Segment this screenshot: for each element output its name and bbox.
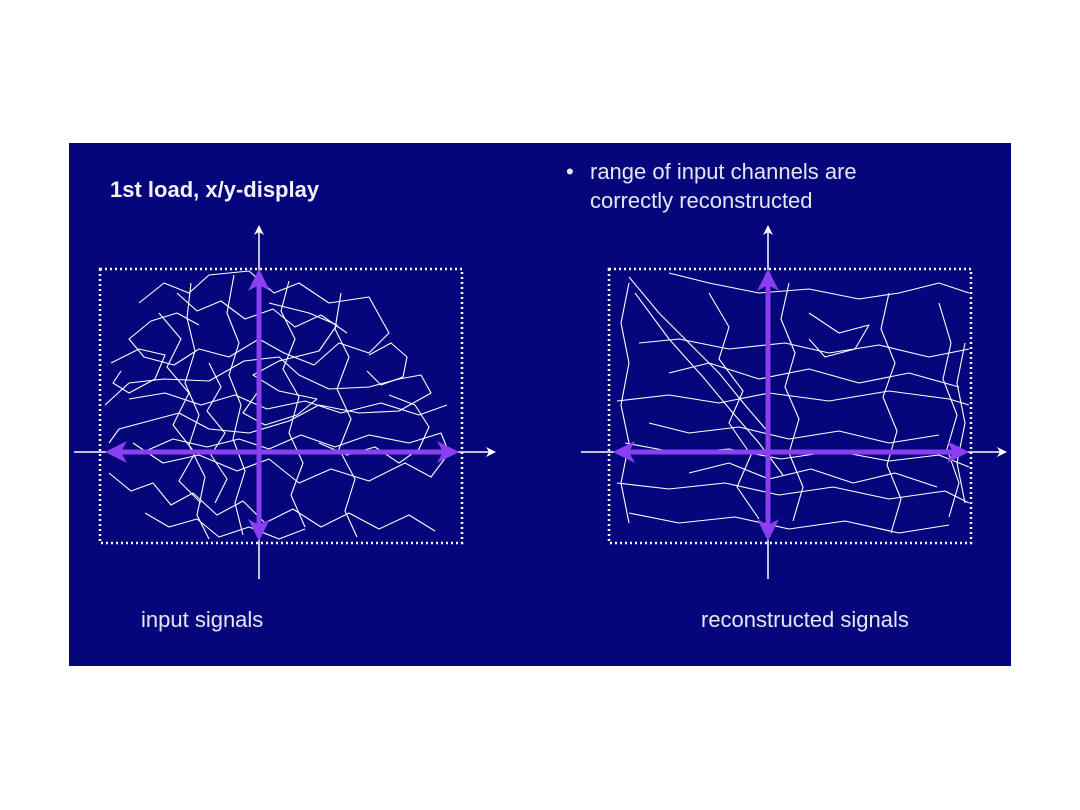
xy-plots [74, 225, 1007, 579]
signal-trace [104, 270, 450, 540]
input-signals-label: input signals [141, 607, 264, 632]
slide-title: 1st load, x/y-display [110, 177, 320, 202]
signal-trace [616, 272, 970, 534]
reconstructed-signals-label: reconstructed signals [701, 607, 909, 632]
reconstructed-signals-plot [581, 225, 1007, 579]
range-box [607, 267, 973, 545]
bullet-text: range of input channels are correctly re… [590, 159, 857, 213]
range-box [98, 267, 464, 545]
bullet-symbol: • [566, 159, 574, 184]
slide: 1st load, x/y-display • range of input c… [69, 143, 1011, 666]
input-signals-plot [74, 225, 496, 579]
